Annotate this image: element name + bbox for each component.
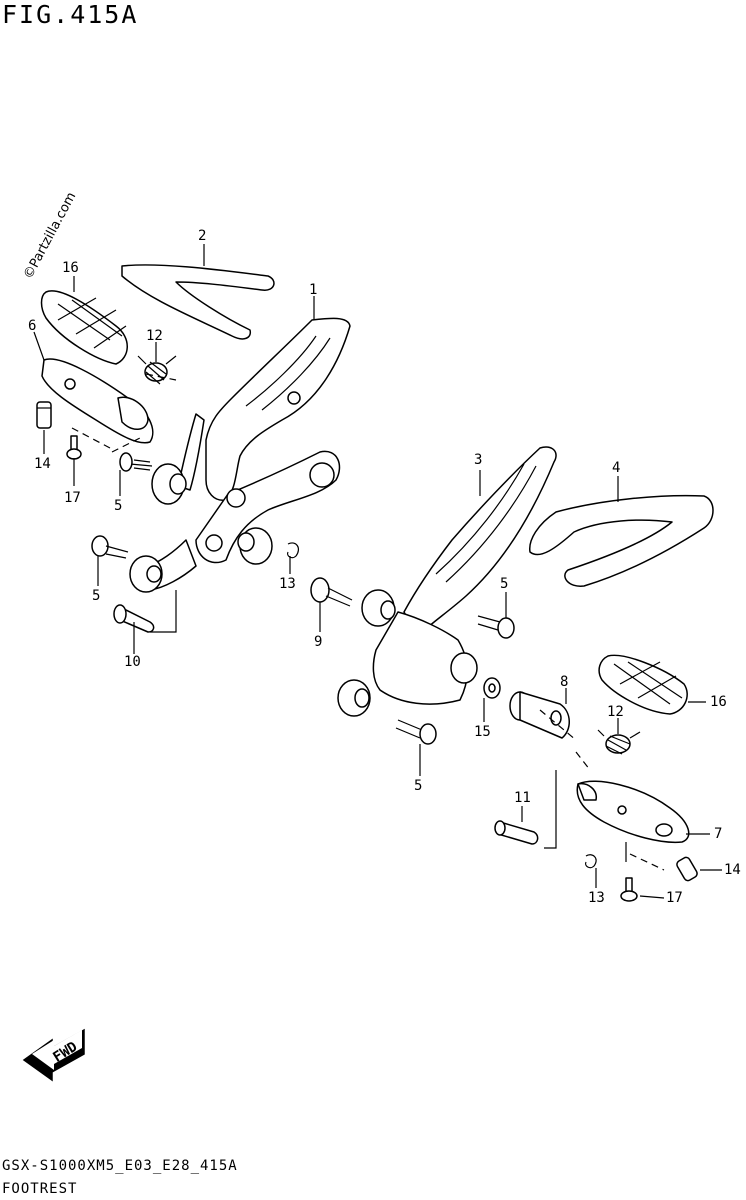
callout-12-left: 12 [146,328,163,344]
callout-5-b: 5 [92,588,100,604]
part-2-heel-guard [121,264,275,340]
part-5-bolt-c [477,615,515,639]
part-5-bolt-a [119,452,153,472]
part-17-screw-right [620,877,638,902]
part-11-pin [494,820,539,845]
callout-14-right: 14 [724,862,741,878]
callout-13-right: 13 [588,890,605,906]
callout-6: 6 [28,318,36,334]
callout-12-right: 12 [607,704,624,720]
part-3-bracket-right [372,446,557,705]
collar-middle [237,527,273,565]
model-code: GSX-S1000XM5_E03_E28_415A [2,1158,238,1174]
callout-5-d: 5 [414,778,422,794]
part-1-bracket-left [147,317,351,591]
collar-left [151,463,187,505]
part-5-bolt-d [395,719,437,745]
callout-14-left: 14 [34,456,51,472]
part-12-spring-right [597,729,641,755]
callout-16-left: 16 [62,260,79,276]
callout-17-left: 17 [64,490,81,506]
callout-17-right: 17 [666,890,683,906]
callout-10: 10 [124,654,141,670]
collar-lower-left [129,555,163,593]
callout-16-right: 16 [710,694,727,710]
callout-9: 9 [314,634,322,650]
part-13-clip-left [287,542,300,559]
fwd-arrow-icon: FWD [22,1028,85,1082]
part-13-clip-right [585,854,597,869]
part-14-stopper-right [676,856,698,882]
collar-right-upper [361,589,396,627]
callout-8: 8 [560,674,568,690]
callout-1: 1 [309,282,317,298]
callout-3: 3 [474,452,482,468]
part-10-pin [113,604,155,633]
part-6-footpeg-left [41,358,154,444]
callout-13-left: 13 [279,576,296,592]
callout-7: 7 [714,826,722,842]
part-4-heel-guard [529,494,714,587]
part-12-spring-left [137,355,177,385]
part-5-bolt-b [91,535,129,559]
part-9-bolt [310,577,353,607]
section-label: FOOTREST [2,1181,78,1197]
callout-2: 2 [198,228,206,244]
part-16-footpeg-rubber-right [598,654,688,715]
part-14-stopper-left [36,401,52,429]
callout-11: 11 [514,790,531,806]
part-16-footpeg-rubber-left [40,290,128,365]
part-17-screw-left [66,435,82,460]
callout-5-a: 5 [114,498,122,514]
callout-5-c: 5 [500,576,508,592]
part-15-washer [483,677,501,699]
callout-4: 4 [612,460,620,476]
callout-15: 15 [474,724,491,740]
collar-right-lower [337,679,371,717]
part-8-peg-mount [509,691,570,739]
figure-title: FIG.415A [2,0,139,29]
part-7-footpeg-right [576,780,690,844]
